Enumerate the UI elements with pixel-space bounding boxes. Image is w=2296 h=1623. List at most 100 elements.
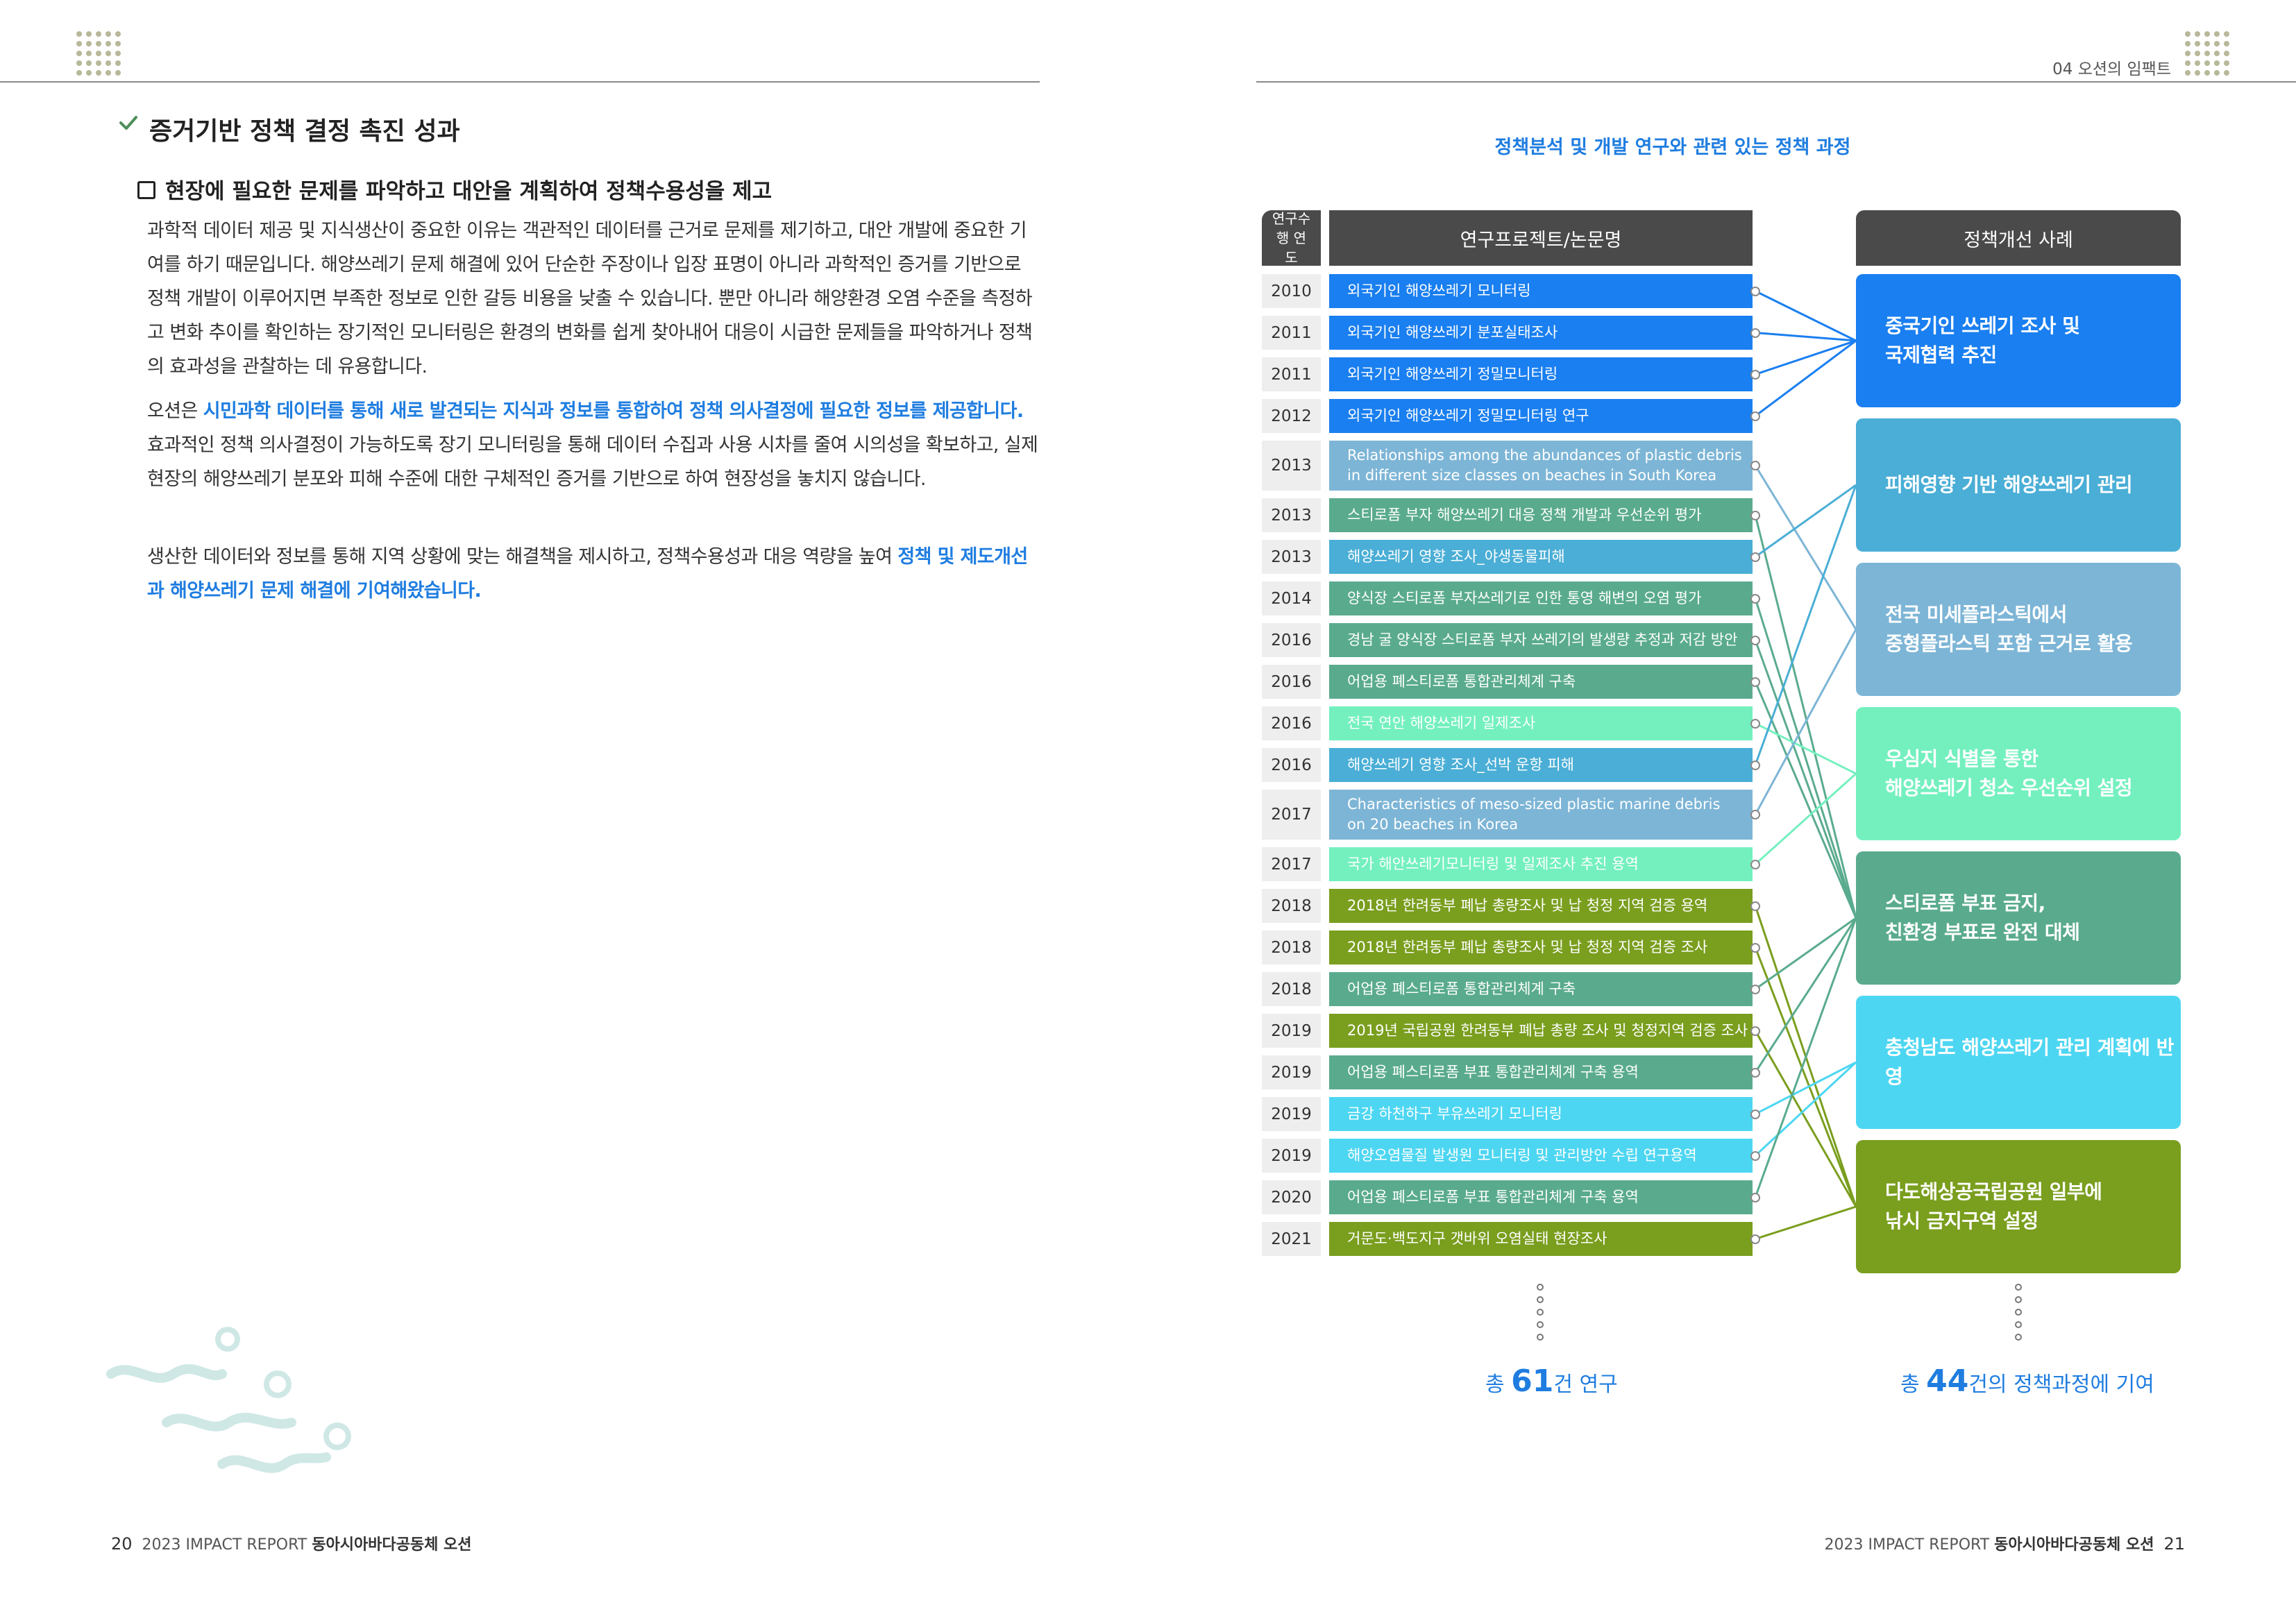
checkbox-square-icon bbox=[137, 181, 155, 199]
connector-node bbox=[1750, 593, 1760, 604]
subheading: 현장에 필요한 문제를 파악하고 대안을 계획하여 정책수용성을 제고 bbox=[137, 173, 772, 205]
research-year: 2014 bbox=[1262, 581, 1321, 615]
research-year: 2019 bbox=[1262, 1055, 1321, 1089]
research-year: 2012 bbox=[1262, 399, 1321, 433]
connector-node bbox=[1750, 1192, 1760, 1203]
research-year: 2019 bbox=[1262, 1014, 1321, 1048]
policy-case: 스티로폼 부표 금지,친환경 부표로 완전 대체 bbox=[1856, 851, 2181, 985]
research-year: 2013 bbox=[1262, 498, 1321, 532]
connector-node bbox=[1750, 286, 1760, 296]
research-project-title: 경남 굴 양식장 스티로폼 부자 쓰레기의 발생량 추정과 저감 방안 bbox=[1347, 631, 1738, 648]
connector-node bbox=[1750, 1234, 1760, 1244]
page-number-left: 20 bbox=[111, 1534, 133, 1554]
research-project-title: 전국 연안 해양쓰레기 일제조사 bbox=[1347, 715, 1536, 731]
research-project: 어업용 폐스티로폼 통합관리체계 구축 bbox=[1329, 665, 1753, 699]
research-project-title: 해양오염물질 발생원 모니터링 및 관리방안 수립 연구용역 bbox=[1347, 1147, 1697, 1164]
policy-case-line2: 국제협력 추진 bbox=[1885, 343, 1997, 366]
research-project-title: Characteristics of meso-sized plastic ma… bbox=[1347, 796, 1721, 813]
research-year: 2017 bbox=[1262, 847, 1321, 881]
research-year: 2021 bbox=[1262, 1222, 1321, 1256]
connection-line bbox=[1755, 1205, 1857, 1240]
research-project-title: 외국기인 해양쓰레기 정밀모니터링 연구 bbox=[1347, 407, 1589, 424]
connector-node bbox=[1750, 552, 1760, 562]
research-project: 외국기인 해양쓰레기 모니터링 bbox=[1329, 274, 1753, 308]
research-project-title: 어업용 폐스티로폼 통합관리체계 구축 bbox=[1347, 673, 1576, 690]
footer-report: 2023 IMPACT REPORT bbox=[142, 1536, 307, 1554]
research-project: 경남 굴 양식장 스티로폼 부자 쓰레기의 발생량 추정과 저감 방안 bbox=[1329, 623, 1753, 657]
subheading-text: 현장에 필요한 문제를 파악하고 대안을 계획하여 정책수용성을 제고 bbox=[165, 179, 773, 204]
research-project-title: 외국기인 해양쓰레기 정밀모니터링 bbox=[1347, 366, 1558, 382]
research-year: 2018 bbox=[1262, 972, 1321, 1006]
connection-line bbox=[1755, 339, 1857, 417]
policy-case-line2: 해양쓰레기 청소 우선순위 설정 bbox=[1885, 776, 2133, 799]
header-rule-right bbox=[1256, 81, 2296, 83]
research-year: 2011 bbox=[1262, 316, 1321, 350]
research-project-title: 해양쓰레기 영향 조사_선박 운항 피해 bbox=[1347, 756, 1574, 773]
footer-org: 동아시아바다공동체 오션 bbox=[312, 1536, 472, 1554]
research-project: 2019년 국립공원 한려동부 폐납 총량 조사 및 청정지역 검증 조사 bbox=[1329, 1014, 1753, 1048]
connection-line bbox=[1754, 484, 1857, 766]
chart-title: 정책분석 및 개발 연구와 관련 있는 정책 과정 bbox=[1494, 137, 1851, 158]
connector-node bbox=[1750, 635, 1760, 645]
header-rule-left bbox=[0, 81, 1040, 83]
research-project-title: 어업용 폐스티로폼 통합관리체계 구축 bbox=[1347, 980, 1576, 997]
research-project-title: 양식장 스티로폼 부자쓰레기로 인한 통영 해변의 오염 평가 bbox=[1347, 590, 1702, 606]
decorative-dot-grid bbox=[76, 31, 121, 76]
total-research: 총 61건 연구 bbox=[1485, 1363, 1618, 1399]
research-year: 2016 bbox=[1262, 748, 1321, 782]
research-project: 어업용 폐스티로폼 부표 통합관리체계 구축 용역 bbox=[1329, 1055, 1753, 1089]
chapter-label: 04 오션의 임팩트 bbox=[2052, 60, 2171, 78]
connector-node bbox=[1750, 328, 1760, 338]
research-project: 어업용 폐스티로폼 통합관리체계 구축 bbox=[1329, 972, 1753, 1006]
research-project: 어업용 폐스티로폼 부표 통합관리체계 구축 용역 bbox=[1329, 1180, 1753, 1214]
research-year: 2010 bbox=[1262, 274, 1321, 308]
connection-line bbox=[1754, 629, 1857, 815]
research-project-title: 외국기인 해양쓰레기 모니터링 bbox=[1347, 282, 1531, 299]
research-project: 스티로폼 부자 해양쓰레기 대응 정책 개발과 우선순위 평가 bbox=[1329, 498, 1753, 532]
research-year: 2016 bbox=[1262, 623, 1321, 657]
connection-line bbox=[1755, 332, 1857, 342]
connector-node bbox=[1750, 461, 1760, 470]
policy-case: 피해영향 기반 해양쓰레기 관리 bbox=[1856, 418, 2181, 552]
research-project: 해양쓰레기 영향 조사_야생동물피해 bbox=[1329, 540, 1753, 574]
research-year: 2018 bbox=[1262, 931, 1321, 965]
footer-left: 20 2023 IMPACT REPORT 동아시아바다공동체 오션 bbox=[111, 1532, 472, 1554]
para3-highlight: 정책 및 제도개선과 해양쓰레기 문제 해결에 기여해왔습니다. bbox=[147, 546, 1028, 602]
total-policy-post: 건의 정책과정에 기여 bbox=[1968, 1373, 2154, 1397]
research-project: 금강 하천하구 부유쓰레기 모니터링 bbox=[1329, 1097, 1753, 1131]
header-project: 연구프로젝트/논문명 bbox=[1329, 210, 1753, 266]
policy-case-line1: 다도해상공국립공원 일부에 bbox=[1885, 1180, 2102, 1203]
research-project: 외국기인 해양쓰레기 정밀모니터링 연구 bbox=[1329, 399, 1753, 433]
connection-line bbox=[1755, 722, 1857, 775]
connection-line bbox=[1754, 465, 1857, 630]
research-project-title: 2018년 한려동부 폐납 총량조사 및 납 청정 지역 검증 용역 bbox=[1347, 897, 1708, 914]
connector-node bbox=[1750, 1026, 1760, 1036]
total-policy-number: 44 bbox=[1926, 1363, 1969, 1399]
connection-line bbox=[1755, 917, 1857, 990]
research-project: 전국 연안 해양쓰레기 일제조사 bbox=[1329, 706, 1753, 740]
research-project-title: 국가 해안쓰레기모니터링 및 일제조사 추진 용역 bbox=[1347, 856, 1639, 872]
research-year: 2013 bbox=[1262, 540, 1321, 574]
research-project: Characteristics of meso-sized plastic ma… bbox=[1329, 790, 1753, 840]
connection-line bbox=[1754, 772, 1857, 865]
connector-node bbox=[1750, 1150, 1760, 1161]
connector-node bbox=[1750, 942, 1760, 953]
research-project: 외국기인 해양쓰레기 정밀모니터링 bbox=[1329, 357, 1753, 391]
research-project-title: 어업용 폐스티로폼 부표 통합관리체계 구축 용역 bbox=[1347, 1064, 1639, 1080]
policy-case-line1: 충청남도 해양쓰레기 관리 계획에 반영 bbox=[1885, 1036, 2174, 1088]
total-policy-pre: 총 bbox=[1900, 1373, 1927, 1397]
para2-text-c: 효과적인 정책 의사결정이 가능하도록 장기 모니터링을 통해 데이터 수집과 … bbox=[147, 434, 1038, 490]
connector-node bbox=[1750, 984, 1760, 994]
connector-node bbox=[1750, 369, 1760, 380]
decorative-dot-grid bbox=[2185, 31, 2229, 76]
research-project-title: 2018년 한려동부 폐납 총량조사 및 납 청정 지역 검증 조사 bbox=[1347, 939, 1708, 955]
connection-line bbox=[1754, 917, 1857, 1073]
connection-line bbox=[1754, 1030, 1857, 1207]
research-project: 거문도·백도지구 갯바위 오염실태 현장조사 bbox=[1329, 1222, 1753, 1256]
research-project: 양식장 스티로폼 부자쓰레기로 인한 통영 해변의 오염 평가 bbox=[1329, 581, 1753, 615]
connector-node bbox=[1750, 1109, 1760, 1119]
